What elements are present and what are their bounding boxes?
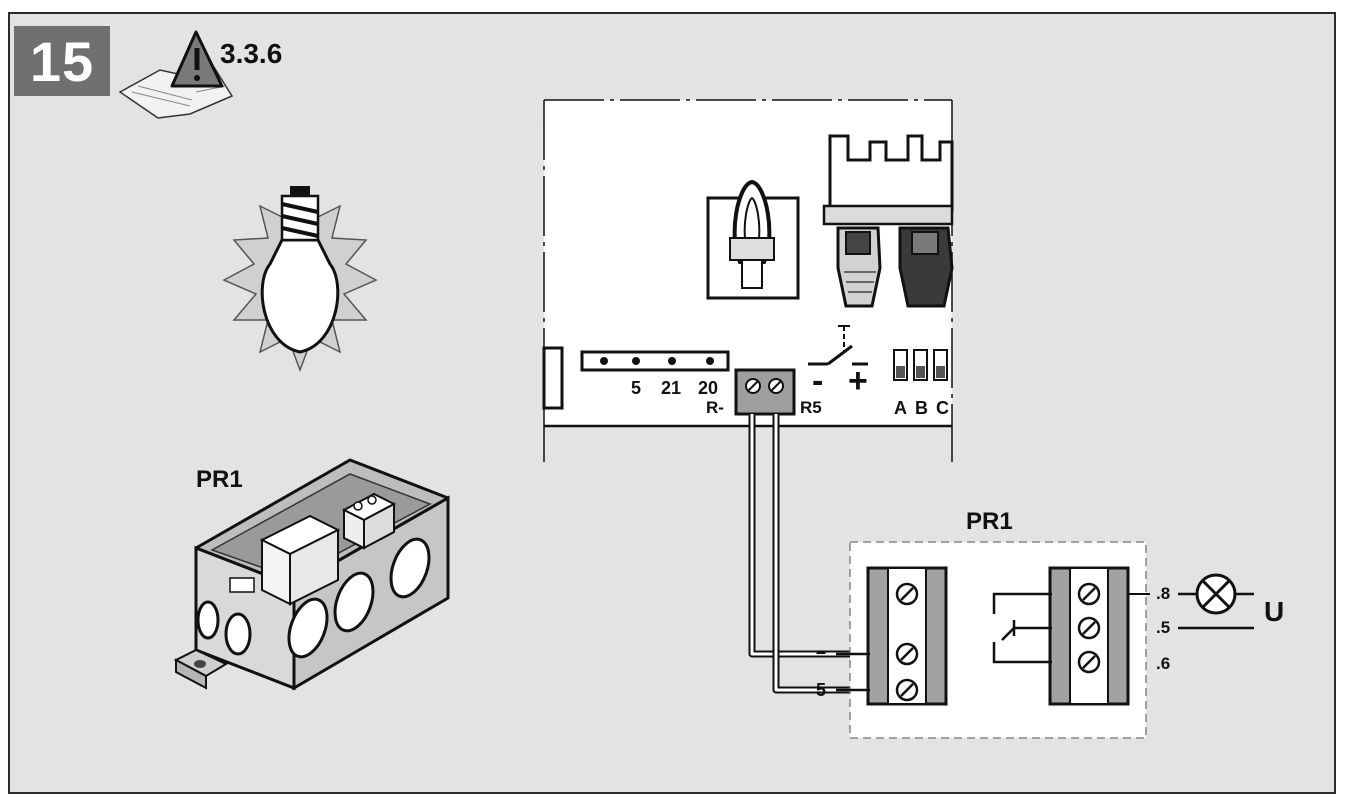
- pr1-input-minus: –: [816, 642, 827, 662]
- dip-label-c: C: [936, 398, 949, 418]
- switch-minus-label: -: [812, 362, 824, 400]
- terminal-number-21: 21: [661, 378, 682, 398]
- terminal-number-5: 5: [631, 378, 642, 398]
- manual-reference: 3.3.6: [220, 38, 283, 69]
- pr1-output-8: .8: [1156, 584, 1171, 603]
- pr1-input-5: 5: [816, 680, 827, 700]
- light-bulb-icon: [222, 185, 378, 373]
- control-board: [542, 99, 954, 462]
- pr1-schematic-title: PR1: [966, 508, 1013, 535]
- terminal-number-20: 20: [698, 378, 719, 398]
- pr1-output-6: .6: [1156, 654, 1171, 673]
- step-number-badge: 15: [14, 26, 110, 96]
- lamp-symbol-icon: [1195, 573, 1237, 615]
- switch-plus-label: +: [848, 362, 868, 400]
- supply-voltage-label: U: [1264, 596, 1285, 627]
- relay-box-label: PR1: [196, 466, 243, 493]
- dip-label-a: A: [894, 398, 907, 418]
- manual-warning-icon: [118, 30, 234, 119]
- dip-label-b: B: [915, 398, 928, 418]
- pr1-schematic: [836, 541, 1254, 739]
- relay-box-icon: [173, 458, 450, 691]
- connection-wires: [748, 414, 850, 694]
- pr1-output-5: .5: [1156, 618, 1171, 637]
- screw-terminal-r5: R5: [800, 398, 822, 417]
- screw-terminal-r-minus: R-: [706, 398, 724, 417]
